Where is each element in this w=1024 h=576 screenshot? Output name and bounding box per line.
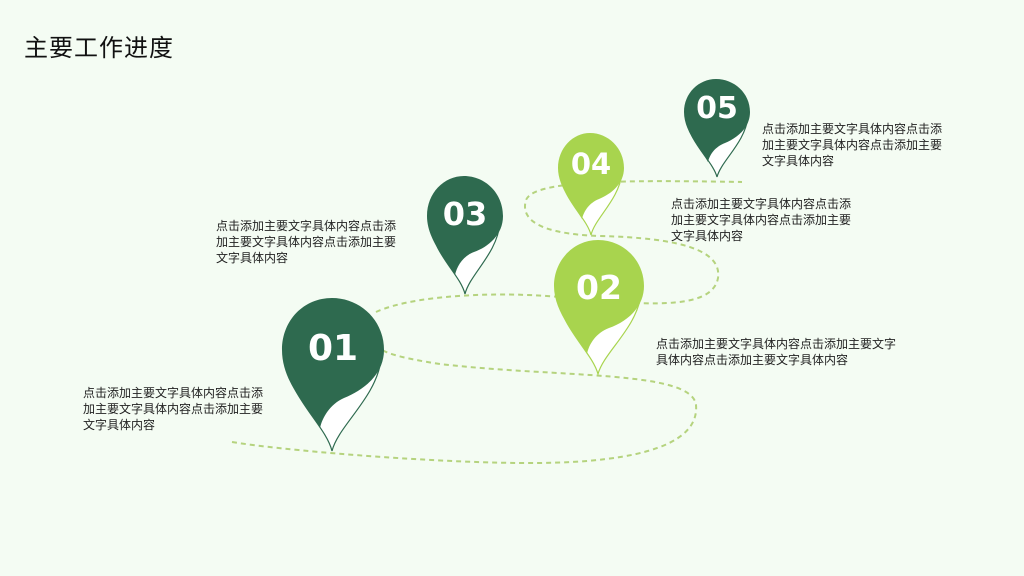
milestone-text-03: 点击添加主要文字具体内容点击添加主要文字具体内容点击添加主要文字具体内容 xyxy=(216,219,397,265)
map-pin-icon xyxy=(684,79,750,178)
milestone-text-04: 点击添加主要文字具体内容点击添加主要文字具体内容点击添加主要文字具体内容 xyxy=(671,197,852,243)
milestone-number: 03 xyxy=(442,195,488,233)
milestone-text-05: 点击添加主要文字具体内容点击添加主要文字具体内容点击添加主要文字具体内容 xyxy=(762,122,943,168)
map-pin-icon xyxy=(282,298,384,452)
milestone-pin-04: 04 xyxy=(558,133,624,237)
milestone-pin-03: 03 xyxy=(427,176,503,296)
page-title: 主要工作进度 xyxy=(24,34,174,62)
map-pin-icon xyxy=(554,240,644,377)
milestone-pin-05: 05 xyxy=(684,79,750,179)
milestone-text-01: 点击添加主要文字具体内容点击添加主要文字具体内容点击添加主要文字具体内容 xyxy=(83,386,264,432)
milestone-number: 01 xyxy=(307,328,359,369)
milestone-number: 05 xyxy=(696,91,738,126)
milestone-pin-01: 01 xyxy=(282,298,384,454)
map-pin-icon xyxy=(558,133,624,236)
milestone-text-02: 点击添加主要文字具体内容点击添加主要文字具体内容点击添加主要文字具体内容 xyxy=(656,337,897,367)
milestone-number: 04 xyxy=(570,147,612,181)
map-pin-icon xyxy=(427,176,503,295)
milestone-pin-02: 02 xyxy=(554,240,644,377)
milestone-number: 02 xyxy=(576,268,622,307)
